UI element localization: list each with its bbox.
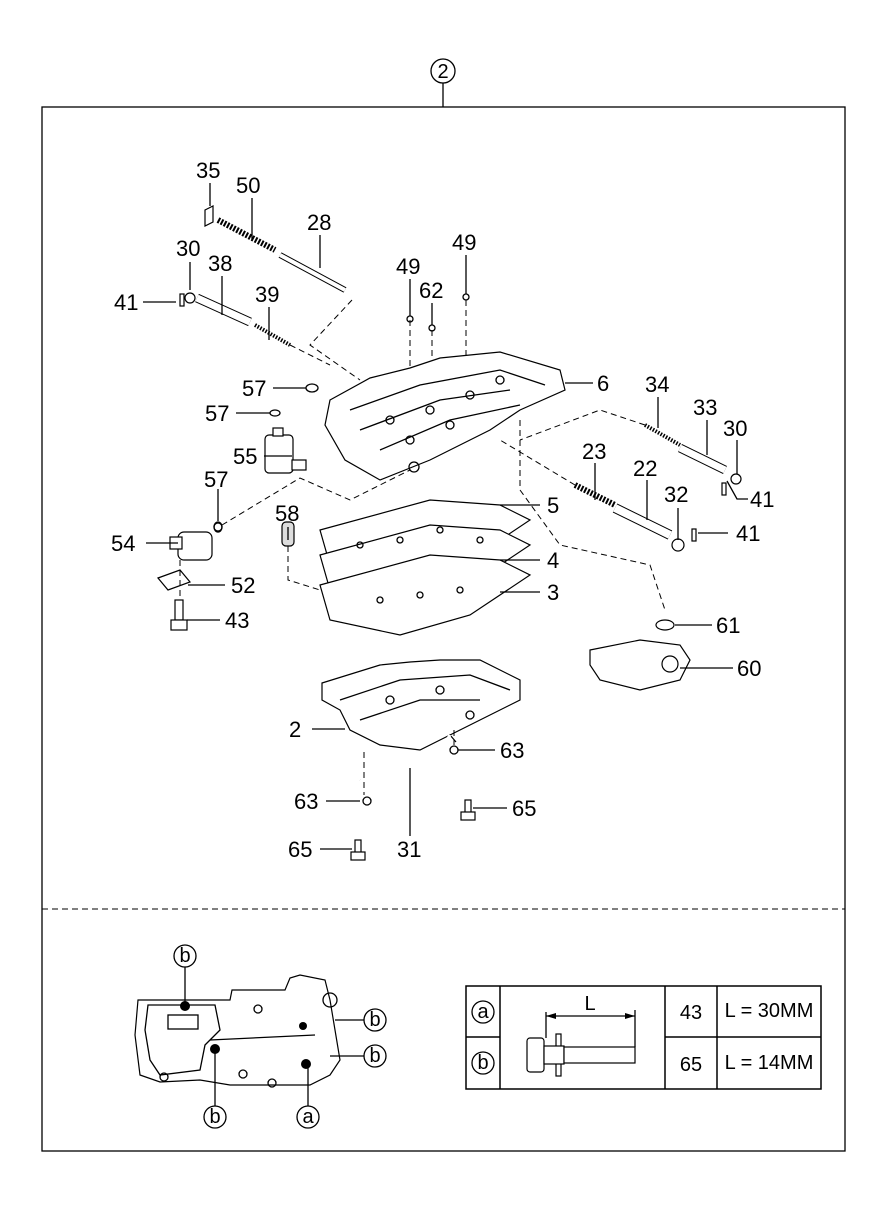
callout-62: 62	[419, 278, 443, 303]
callout-41: 41	[750, 487, 774, 512]
diagram-frame	[41, 106, 846, 1152]
callout-65: 65	[288, 837, 312, 862]
assembly-callout: 2	[430, 58, 456, 107]
row-b-part: 65	[680, 1054, 702, 1076]
row-b-length: L = 14MM	[725, 1052, 814, 1074]
callout-57: 57	[205, 401, 229, 426]
callout-43: 43	[225, 608, 249, 633]
callout-33: 33	[693, 395, 717, 420]
bolt-illustration: L	[526, 993, 636, 1077]
row-a-marker: a	[477, 1001, 489, 1023]
callout-39: 39	[255, 282, 279, 307]
marker-b: b	[179, 945, 190, 967]
callout-30: 30	[176, 236, 200, 261]
bolt-65a	[460, 799, 476, 821]
detail-markers: b b b b a	[173, 944, 387, 1129]
lower-valve-body	[321, 659, 521, 751]
upper-valve-body	[324, 351, 566, 481]
callout-28: 28	[307, 210, 331, 235]
callout-30: 30	[723, 416, 747, 441]
callout-61: 61	[716, 613, 740, 638]
dimension-label: L	[584, 993, 595, 1015]
bracket-52	[156, 569, 192, 591]
bolt-65b	[350, 839, 366, 861]
callout-31: 31	[397, 837, 421, 862]
callout-4: 4	[547, 548, 559, 573]
row-a-part: 43	[680, 1002, 702, 1024]
assembly-callout-number: 2	[437, 61, 448, 83]
spool-parts-upper-left	[179, 205, 347, 347]
callout-52: 52	[231, 573, 255, 598]
callout-54: 54	[111, 531, 135, 556]
callout-34: 34	[645, 372, 669, 397]
callout-57: 57	[204, 467, 228, 492]
callout-3: 3	[547, 580, 559, 605]
callout-65: 65	[512, 796, 536, 821]
callout-38: 38	[208, 251, 232, 276]
callout-41: 41	[736, 521, 760, 546]
callout-57: 57	[242, 376, 266, 401]
separator-plates	[319, 499, 532, 636]
bolt-spec-table: a b L 43 65 L = 30MM L = 14MM	[465, 985, 822, 1090]
callout-63: 63	[500, 738, 524, 763]
oil-filter	[589, 619, 691, 691]
callout-23: 23	[582, 439, 606, 464]
callout-labels: 35 50 28 30 38 41 39 49 62 49 57 57 6 34…	[111, 158, 774, 862]
callout-58: 58	[275, 501, 299, 526]
leader-lines	[143, 183, 748, 850]
callout-2: 2	[289, 717, 301, 742]
callout-35: 35	[196, 158, 220, 183]
callout-63: 63	[294, 789, 318, 814]
marker-b: b	[369, 1045, 380, 1067]
valve-body-bolt-location-view	[134, 967, 364, 1106]
callout-49: 49	[396, 254, 420, 279]
callout-41: 41	[114, 290, 138, 315]
callout-55: 55	[233, 444, 257, 469]
callout-49: 49	[452, 230, 476, 255]
marker-a: a	[302, 1106, 314, 1128]
bolt-43	[170, 599, 188, 631]
callout-22: 22	[633, 456, 657, 481]
callout-50: 50	[236, 173, 260, 198]
row-a-length: L = 30MM	[725, 1000, 814, 1022]
solenoid-valve-55	[264, 427, 307, 474]
callout-5: 5	[547, 493, 559, 518]
marker-b: b	[209, 1106, 220, 1128]
row-b-marker: b	[477, 1052, 488, 1074]
callout-60: 60	[737, 656, 761, 681]
marker-b: b	[369, 1009, 380, 1031]
callout-32: 32	[664, 482, 688, 507]
callout-6: 6	[597, 371, 609, 396]
